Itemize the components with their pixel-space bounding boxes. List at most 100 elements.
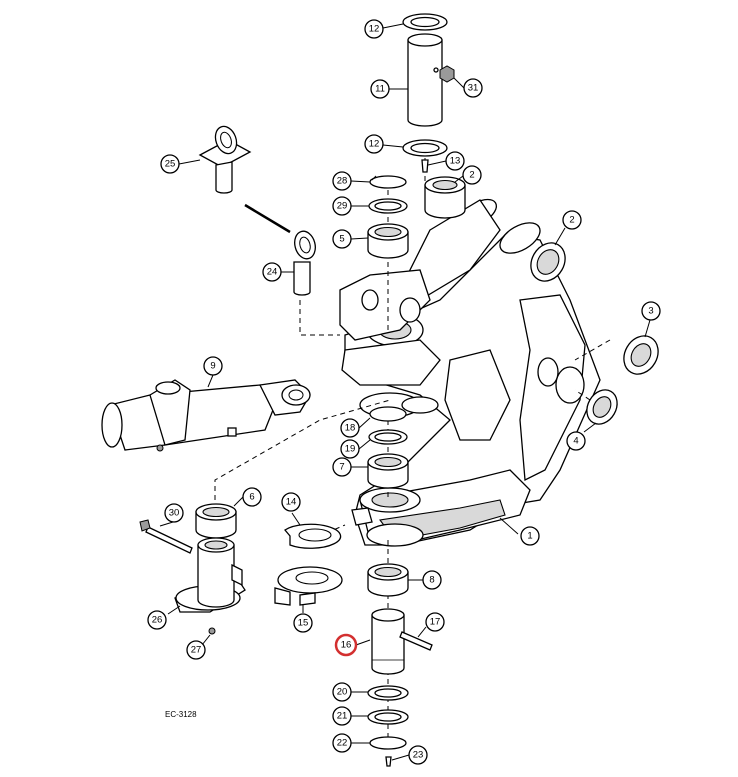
- part-8-bushing: [367, 563, 409, 597]
- callout-7: 7: [332, 457, 352, 477]
- part-17-retainer: [399, 631, 433, 651]
- callout-5: 5: [332, 229, 352, 249]
- callout-9: 9: [203, 356, 223, 376]
- part-7-bushing: [367, 453, 409, 489]
- drawing-code: EC-3128: [165, 710, 197, 719]
- callout-2-side: 2: [562, 210, 582, 230]
- part-25-lock-pin: [198, 125, 252, 194]
- part-11-pin: [407, 33, 443, 127]
- part-14-shim: [284, 523, 342, 549]
- part-19-ring: [368, 429, 408, 445]
- callout-15: 15: [293, 613, 313, 633]
- part-21-ring: [367, 709, 409, 725]
- svg-text:24: 24: [267, 267, 278, 278]
- callout-13: 13: [445, 151, 465, 171]
- callout-16-highlighted: 16: [334, 633, 358, 657]
- part-27-screw: [208, 627, 216, 635]
- svg-text:17: 17: [430, 617, 441, 628]
- svg-text:31: 31: [468, 83, 479, 94]
- svg-text:22: 22: [337, 738, 348, 749]
- svg-text:18: 18: [345, 423, 356, 434]
- part-13-screw: [421, 159, 429, 173]
- callout-22: 22: [332, 733, 352, 753]
- callout-3: 3: [641, 301, 661, 321]
- callout-8: 8: [422, 570, 442, 590]
- svg-text:14: 14: [286, 497, 297, 508]
- svg-text:27: 27: [191, 645, 202, 656]
- svg-text:16: 16: [341, 640, 352, 651]
- part-5-bushing: [367, 223, 409, 259]
- svg-text:21: 21: [337, 711, 348, 722]
- callout-20: 20: [332, 682, 352, 702]
- svg-text:3: 3: [648, 306, 653, 317]
- part-31-grease-fitting: [439, 65, 455, 83]
- svg-text:30: 30: [169, 508, 180, 519]
- callout-6: 6: [242, 487, 262, 507]
- part-15-shim: [274, 566, 343, 606]
- callout-1: 1: [520, 526, 540, 546]
- svg-text:5: 5: [339, 234, 344, 245]
- callout-12: 12: [364, 19, 384, 39]
- callout-21: 21: [332, 706, 352, 726]
- part-28-snap-ring: [369, 175, 407, 189]
- svg-text:23: 23: [413, 750, 424, 761]
- callout-29: 29: [332, 196, 352, 216]
- callout-28: 28: [332, 171, 352, 191]
- part-24-pin: [293, 230, 316, 296]
- svg-text:4: 4: [573, 436, 578, 447]
- svg-text:2: 2: [469, 170, 474, 181]
- part-3-seal: [623, 335, 659, 375]
- svg-text:26: 26: [152, 615, 163, 626]
- part-2-top-bushing: [424, 176, 466, 219]
- svg-text:20: 20: [337, 687, 348, 698]
- swing-frame: [339, 198, 601, 547]
- callout-25: 25: [160, 154, 180, 174]
- part-6-bushing: [195, 503, 237, 539]
- svg-text:12: 12: [369, 24, 380, 35]
- svg-text:28: 28: [337, 176, 348, 187]
- callout-19: 19: [340, 439, 360, 459]
- part-9-cylinder: [101, 379, 311, 452]
- svg-text:15: 15: [298, 618, 309, 629]
- part-12-lower-washer: [402, 139, 448, 157]
- callout-12-lower: 12: [364, 134, 384, 154]
- svg-text:13: 13: [450, 156, 461, 167]
- part-12-top-washer: [402, 13, 448, 31]
- callout-4: 4: [566, 431, 586, 451]
- svg-text:2: 2: [569, 215, 574, 226]
- part-18-snap-ring: [369, 406, 407, 422]
- callout-14: 14: [281, 492, 301, 512]
- callout-26: 26: [147, 610, 167, 630]
- part-16-pin: [371, 608, 405, 675]
- callout-17: 17: [425, 612, 445, 632]
- callout-27: 27: [186, 640, 206, 660]
- svg-text:11: 11: [375, 84, 385, 95]
- svg-text:9: 9: [210, 361, 215, 372]
- callout-18: 18: [340, 418, 360, 438]
- leader-lines: [159, 23, 651, 761]
- callout-23: 23: [408, 745, 428, 765]
- svg-text:25: 25: [165, 159, 176, 170]
- svg-text:29: 29: [337, 201, 348, 212]
- callout-2-top: 2: [462, 165, 482, 185]
- svg-text:8: 8: [429, 575, 434, 586]
- part-26-pivot-pin: [174, 537, 246, 613]
- part-23-screw: [385, 756, 392, 767]
- svg-text:19: 19: [345, 444, 356, 455]
- callout-11: 11: [370, 79, 390, 99]
- assembly-lines: [214, 140, 611, 740]
- callout-31: 31: [463, 78, 483, 98]
- svg-text:7: 7: [339, 462, 344, 473]
- callout-30: 30: [164, 503, 184, 523]
- part-30-bolt: [139, 519, 193, 554]
- part-29-ring: [368, 198, 408, 214]
- svg-text:6: 6: [249, 492, 254, 503]
- part-22-snap-ring: [369, 736, 407, 750]
- part-2-side-bushing: [530, 242, 566, 282]
- svg-text:1: 1: [527, 531, 532, 542]
- part-20-ring: [367, 685, 409, 701]
- part-4-bushing: [586, 389, 618, 425]
- svg-text:12: 12: [369, 139, 380, 150]
- callout-24: 24: [262, 262, 282, 282]
